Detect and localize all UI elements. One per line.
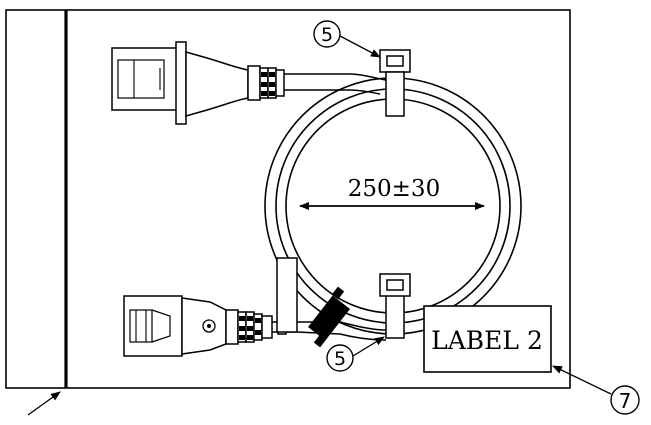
callout-top-tie: 5 — [313, 20, 381, 58]
callout-label: 7 — [552, 365, 640, 415]
cable-riser — [276, 257, 387, 341]
callout-bottom-circle — [326, 344, 354, 372]
callout-bottom-leader — [352, 336, 385, 357]
top-connector-boot — [185, 51, 249, 117]
callout-bottom-tie: 5 — [326, 336, 385, 372]
bottom-tie-strap — [385, 293, 405, 339]
label-box: LABEL 2 — [423, 305, 552, 373]
top-connector-body — [111, 47, 179, 111]
callout-top-leader — [339, 35, 381, 58]
bottom-cable-tie — [379, 273, 411, 339]
package-bag — [5, 9, 571, 389]
callout-top-circle — [313, 20, 341, 48]
diameter-dimension: 250±30 — [299, 176, 485, 210]
dimension-text: 250±30 — [348, 176, 440, 202]
top-tie-head — [379, 49, 411, 73]
callout-bottom-number: 5 — [334, 348, 346, 370]
callout-label-circle — [610, 385, 640, 415]
top-cable-tie — [379, 49, 411, 117]
ferrite-body — [308, 295, 350, 341]
top-connector — [111, 41, 387, 125]
seal-leader-arrow — [27, 391, 61, 416]
bottom-connector-body — [123, 295, 183, 357]
top-connector-flange — [175, 41, 187, 125]
bottom-tie-head — [379, 273, 411, 297]
top-cable-lead — [284, 73, 387, 81]
top-tie-strap — [385, 71, 405, 117]
callout-label-leader — [552, 365, 612, 395]
bag-outline — [5, 9, 571, 389]
cable-riser-sleeve — [276, 257, 298, 333]
top-connector-cavity — [117, 59, 165, 99]
callout-label-number: 7 — [619, 389, 632, 413]
callout-top-number: 5 — [321, 24, 333, 46]
bottom-connector — [123, 295, 296, 357]
label-box-frame — [423, 305, 552, 373]
label-box-text: LABEL 2 — [431, 326, 543, 355]
ferrite-clamp — [308, 286, 350, 348]
